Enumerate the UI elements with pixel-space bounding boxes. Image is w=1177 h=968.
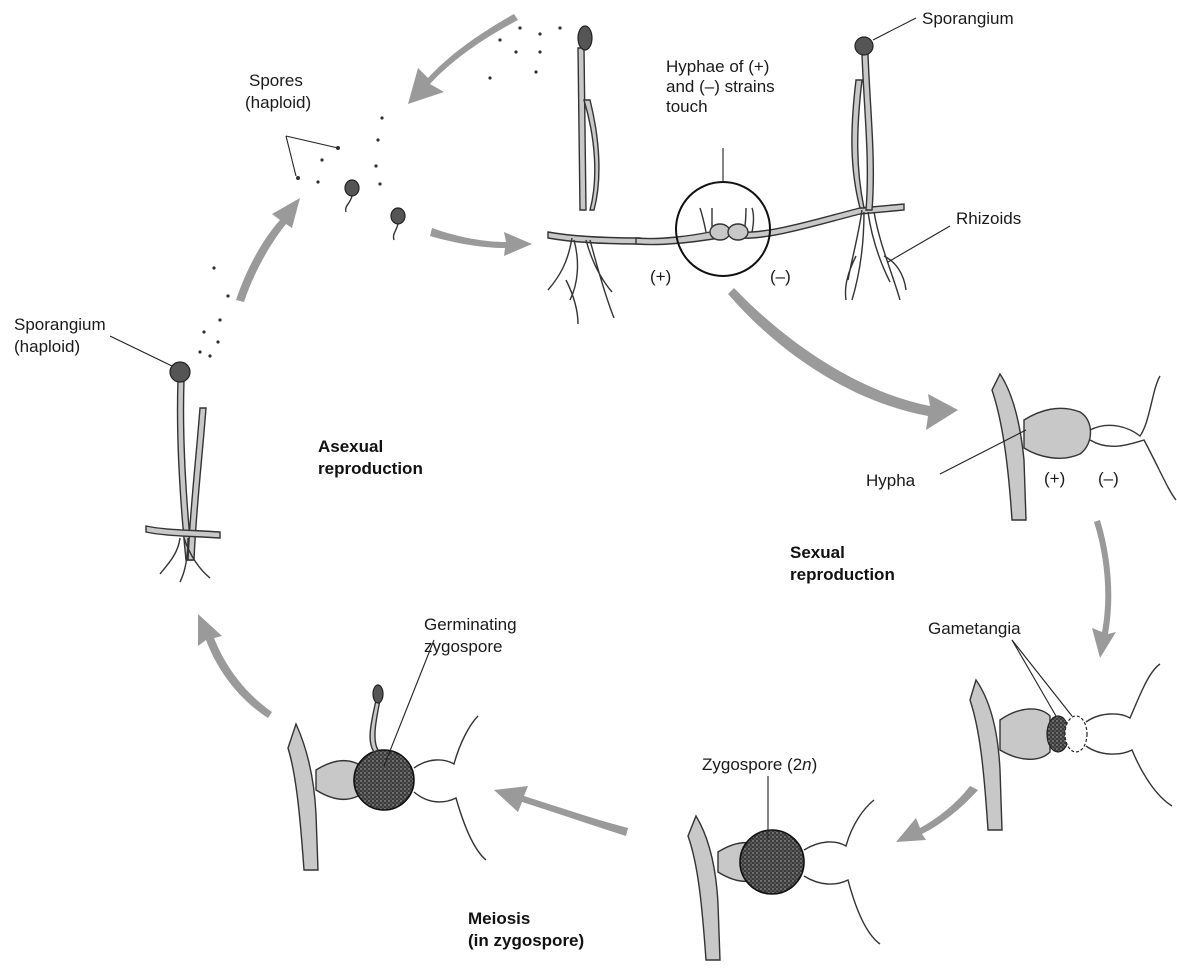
- label-meiosis-1: Meiosis: [468, 909, 530, 928]
- label-hyphae-touch-2: and (–) strains: [666, 77, 775, 96]
- gametangia-stage: [970, 640, 1172, 830]
- label-germinating-1: Germinating: [424, 615, 517, 634]
- hyphae-meeting-right: [940, 374, 1176, 520]
- label-asexual-2: reproduction: [318, 459, 423, 478]
- arrow-to-zygospore: [896, 786, 978, 842]
- label-spores-1: Spores: [249, 71, 303, 90]
- label-minus-top: (–): [770, 267, 791, 286]
- arrow-to-spores: [408, 14, 518, 104]
- spores-leaders: [286, 136, 338, 176]
- label-minus-right: (–): [1098, 469, 1119, 488]
- germinating-zygospore-stage: [288, 640, 486, 870]
- arrow-to-sexual: [728, 288, 958, 430]
- label-plus-top: (+): [650, 267, 671, 286]
- arrow-spores-to-hyphae: [430, 228, 532, 256]
- label-zygospore: Zygospore (2n): [702, 755, 817, 774]
- label-hyphae-touch-1: Hyphae of (+): [666, 57, 769, 76]
- left-sporangiophore: [110, 336, 220, 582]
- top-right-sporangiophore: [845, 18, 950, 300]
- label-sexual-2: reproduction: [790, 565, 895, 584]
- arrow-down-right: [1092, 520, 1116, 658]
- arrow-meiosis: [494, 786, 628, 836]
- label-spores-2: (haploid): [245, 93, 311, 112]
- arrow-up-left-upper: [236, 198, 300, 302]
- label-gametangia: Gametangia: [928, 619, 1021, 638]
- zygospore-stage: [688, 776, 880, 960]
- label-meiosis-2: (in zygospore): [468, 931, 584, 950]
- label-asexual-1: Asexual: [318, 437, 383, 456]
- top-left-sporangiophore: [548, 26, 640, 324]
- label-hyphae-touch-3: touch: [666, 97, 708, 116]
- label-sporangium-left-2: (haploid): [14, 337, 80, 356]
- label-plus-right: (+): [1044, 469, 1065, 488]
- label-hypha: Hypha: [866, 471, 916, 490]
- label-sporangium-left-1: Sporangium: [14, 315, 106, 334]
- arrow-up-left-lower: [198, 614, 272, 718]
- label-rhizoids: Rhizoids: [956, 209, 1021, 228]
- label-sporangium-top: Sporangium: [922, 9, 1014, 28]
- label-germinating-2: zygospore: [424, 637, 502, 656]
- label-sexual-1: Sexual: [790, 543, 845, 562]
